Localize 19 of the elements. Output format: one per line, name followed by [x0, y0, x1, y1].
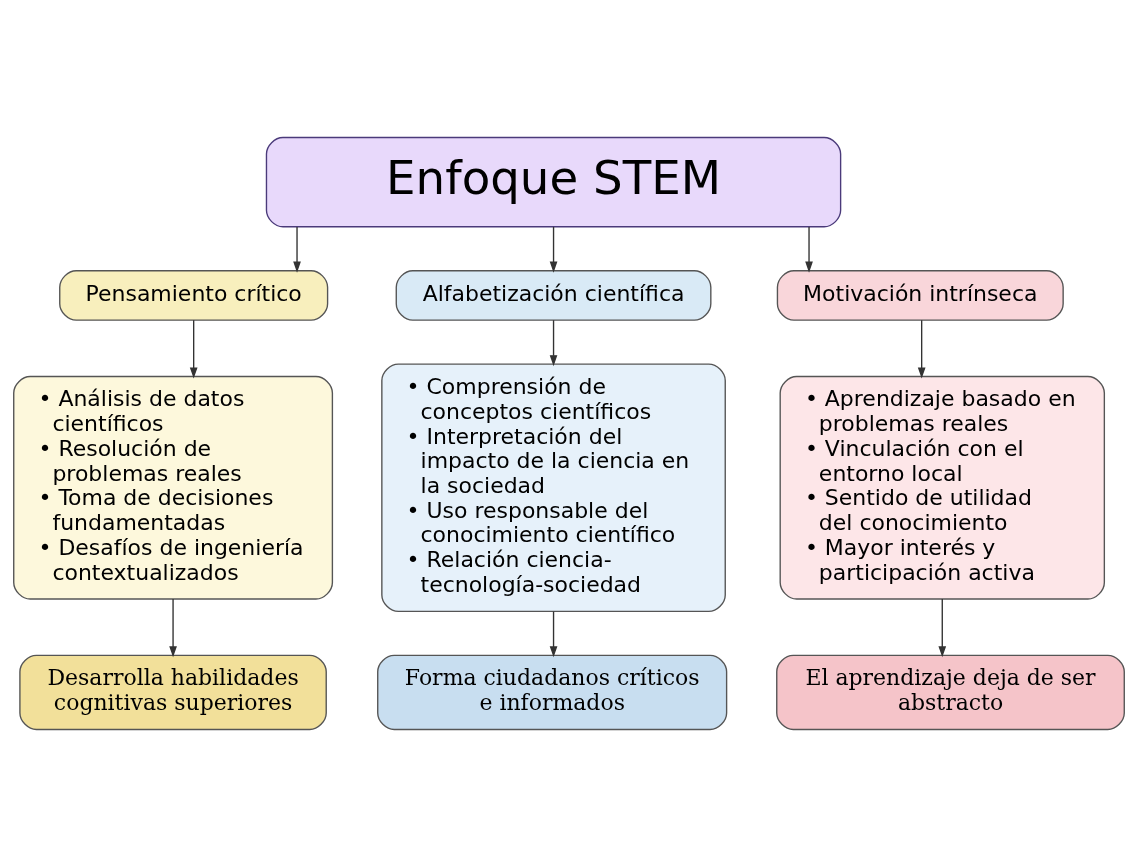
node-box: • Comprensión de conceptos científicos • Interpretación del impacto de la ciencia en la sociedad • Uso responsable del conocimiento científico • Relación ciencia-tecnología-sociedad [381, 363, 726, 613]
arrow [549, 319, 558, 367]
arrow [805, 226, 813, 273]
node-box: El aprendizaje deja de ser abstracto [776, 654, 1125, 731]
arrow [549, 610, 558, 658]
node-box: Pensamiento crítico [59, 270, 329, 321]
node-box: Alfabetización científica [395, 270, 712, 321]
arrow [293, 226, 301, 273]
node-box: • Análisis de datos científicos • Resolución de problemas reales • Toma de decisiones fundamentadas • Desafíos de ingeniería contextualizados [13, 375, 334, 600]
node-box: Desarrolla habilidades cognitivas superiores [19, 654, 327, 731]
arrow [549, 226, 558, 273]
node-box: Enfoque STEM [265, 136, 842, 228]
arrow [938, 598, 947, 658]
arrow [169, 598, 177, 658]
node-box: Forma ciudadanos críticos e informados [377, 654, 728, 731]
node-box: • Aprendizaje basado en problemas reales • Vinculación con el entorno local • Sentido de utilidad del conocimiento • Mayor interés y participación activa [779, 375, 1106, 600]
arrow [917, 319, 926, 379]
node-box: Motivación intrínseca [776, 270, 1064, 321]
arrow [189, 319, 198, 379]
